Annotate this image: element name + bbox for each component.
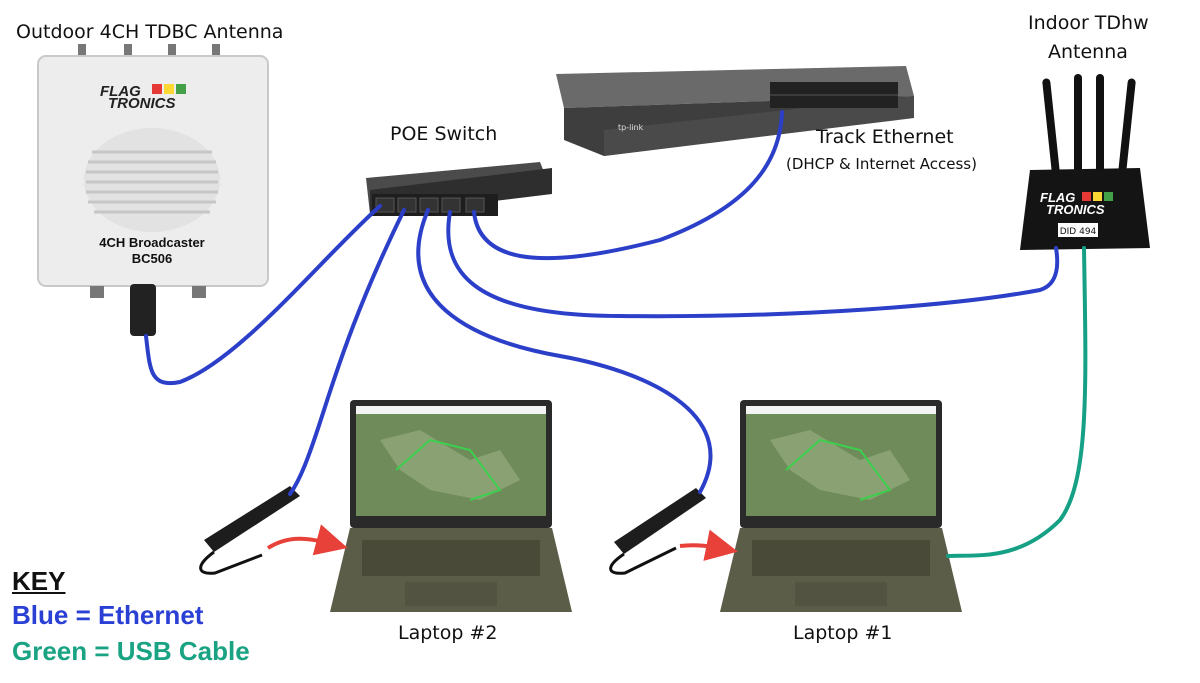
ethernet-cables	[144, 110, 1060, 496]
arrow-adapter-to-laptop1	[679, 529, 738, 561]
broadcaster-model: BC506	[132, 251, 172, 266]
track-ethernet-switch: tp-link	[556, 66, 914, 156]
cable-poe-to-laptop2	[288, 208, 406, 496]
broadcaster-label: 4CH Broadcaster	[99, 235, 205, 250]
usb-adapter-right	[609, 488, 706, 575]
key-ethernet: Blue = Ethernet	[12, 600, 204, 630]
laptop-2	[330, 400, 572, 612]
cable-broadcaster-to-poe	[144, 204, 382, 386]
cable-poe-to-laptop1	[416, 208, 713, 494]
usb-cable-indoor-to-laptop1	[946, 246, 1088, 558]
did-tag: DID 494	[1060, 227, 1097, 237]
outdoor-antenna-device: FLAG TRONICS 4CH Broadcaster BC506	[37, 44, 269, 336]
usb-adapter-left	[199, 486, 300, 575]
indoor-antenna-device: FLAG TRONICS DID 494	[1020, 74, 1150, 250]
svg-text:FLAG: FLAG	[1040, 190, 1075, 205]
track-ethernet-sublabel: (DHCP & Internet Access)	[786, 155, 977, 173]
svg-text:FLAG: FLAG	[100, 83, 141, 100]
cable-poe-to-indoor	[446, 210, 1060, 319]
key-usb: Green = USB Cable	[12, 636, 250, 666]
outdoor-antenna-label: Outdoor 4CH TDBC Antenna	[16, 21, 284, 43]
laptop2-label: Laptop #2	[398, 622, 498, 644]
laptop1-label: Laptop #1	[793, 622, 893, 644]
speaker-grille	[84, 128, 220, 232]
switch-ports	[770, 82, 898, 108]
key-title: KEY	[12, 566, 66, 596]
poe-switch-label: POE Switch	[390, 123, 498, 145]
arrow-adapter-to-laptop2	[266, 524, 348, 556]
laptop-1	[720, 400, 962, 612]
svg-text:TRONICS: TRONICS	[108, 95, 176, 112]
cable-poe-to-track	[472, 110, 784, 261]
poe-switch-device	[366, 162, 552, 216]
flagtronics-logo: FLAG TRONICS	[100, 83, 186, 112]
indoor-antenna-label-line2: Antenna	[1048, 41, 1128, 63]
svg-text:tp-link: tp-link	[618, 123, 644, 132]
track-ethernet-label: Track Ethernet	[816, 126, 954, 148]
svg-text:TRONICS: TRONICS	[1046, 202, 1105, 217]
indoor-antenna-label-line1: Indoor TDhw	[1028, 12, 1149, 34]
